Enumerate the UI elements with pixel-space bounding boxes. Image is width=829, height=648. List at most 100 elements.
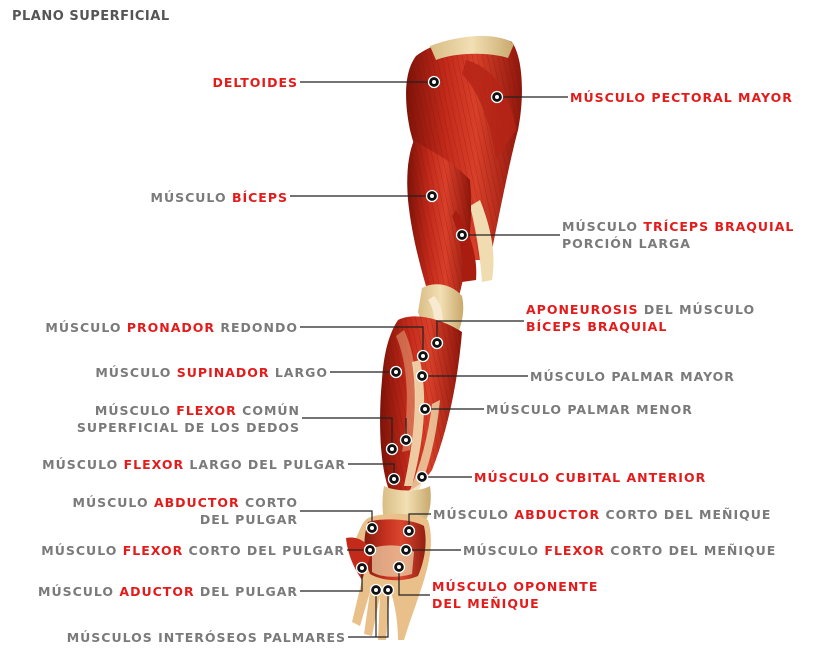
label-line: MÚSCULO FLEXOR CORTO DEL MEÑIQUE [463,542,776,559]
marker-biceps [427,191,438,202]
label-line: DEL MEÑIQUE [432,595,598,612]
label-highlight: FLEXOR [544,543,605,558]
label-text: MÚSCULOS INTERÓSEOS PALMARES [67,630,346,645]
label-text: DEL PULGAR [195,584,298,599]
label-line: MÚSCULO ABDUCTOR CORTO [73,494,298,511]
label-deltoides: DELTOIDES [212,74,298,91]
label-highlight: FLEXOR [124,457,185,472]
label-aponeurosis: APONEUROSIS DEL MÚSCULOBÍCEPS BRAQUIAL [526,301,755,335]
label-line: MÚSCULO ABDUCTOR CORTO DEL MEÑIQUE [433,506,771,523]
marker-supinador [391,367,402,378]
label-text: COMÚN [237,403,300,418]
marker-aductor-pulgar [357,563,368,574]
label-highlight: ADUCTOR [119,584,194,599]
label-aductor-pulgar: MÚSCULO ADUCTOR DEL PULGAR [38,583,298,600]
marker-palmar-menor [420,404,431,415]
label-highlight: BÍCEPS [232,190,288,205]
label-line: MÚSCULO PRONADOR REDONDO [45,319,298,336]
label-palmar-menor: MÚSCULO PALMAR MENOR [486,401,693,418]
label-line: MÚSCULO SUPINADOR LARGO [95,364,328,381]
label-text: MÚSCULO [95,365,176,380]
marker-palmar-mayor [417,371,428,382]
label-highlight: FLEXOR [123,543,184,558]
label-line: MÚSCULO OPONENTE [432,578,598,595]
label-flexor-comun: MÚSCULO FLEXOR COMÚNSUPERFICIAL DE LOS D… [77,402,300,436]
label-highlight: BÍCEPS BRAQUIAL [526,319,667,334]
label-line: MÚSCULO TRÍCEPS BRAQUIAL [562,218,794,235]
marker-cubital-anterior [417,472,428,483]
label-line: DEL PULGAR [73,511,298,528]
leader-line-flexor-comun [302,418,392,449]
label-text: MÚSCULO [433,507,514,522]
label-line: MÚSCULOS INTERÓSEOS PALMARES [67,629,346,646]
label-highlight: APONEUROSIS [526,302,639,317]
marker-flexor-largo-pulgar [389,474,400,485]
label-highlight: TRÍCEPS BRAQUIAL [643,219,794,234]
marker-aponeurosis [432,338,443,349]
label-text: LARGO [269,365,328,380]
label-text: MÚSCULO [95,403,176,418]
label-text: MÚSCULO [42,457,123,472]
marker-flexor-corto-pulgar [365,545,376,556]
label-text: MÚSCULO [151,190,232,205]
label-text: MÚSCULO [41,543,122,558]
label-line: MÚSCULO FLEXOR COMÚN [77,402,300,419]
label-text: MÚSCULO [38,584,119,599]
label-text: CORTO DEL MEÑIQUE [600,507,771,522]
marker-interoseos [371,585,382,596]
label-text: SUPERFICIAL DE LOS DEDOS [77,420,300,435]
label-line: MÚSCULO FLEXOR CORTO DEL PULGAR [41,542,345,559]
label-highlight: FLEXOR [176,403,237,418]
marker-triceps [457,230,468,241]
label-highlight: ABDUCTOR [514,507,600,522]
label-line: MÚSCULO PECTORAL MAYOR [570,89,793,106]
label-highlight: MÚSCULO PECTORAL MAYOR [570,90,793,105]
label-highlight: DEL MEÑIQUE [432,596,540,611]
label-palmar-mayor: MÚSCULO PALMAR MAYOR [530,368,735,385]
label-text: DEL MÚSCULO [639,302,756,317]
marker-flexor-comun [387,444,398,455]
label-highlight: PRONADOR [127,320,215,335]
label-line: PORCIÓN LARGA [562,235,794,252]
label-text: MÚSCULO PALMAR MENOR [486,402,693,417]
label-line: MÚSCULO ADUCTOR DEL PULGAR [38,583,298,600]
label-text: MÚSCULO [463,543,544,558]
label-highlight: MÚSCULO CUBITAL ANTERIOR [474,470,706,485]
label-line: APONEUROSIS DEL MÚSCULO [526,301,755,318]
label-triceps: MÚSCULO TRÍCEPS BRAQUIALPORCIÓN LARGA [562,218,794,252]
label-cubital-anterior: MÚSCULO CUBITAL ANTERIOR [474,469,706,486]
label-interoseos: MÚSCULOS INTERÓSEOS PALMARES [67,629,346,646]
label-pronador: MÚSCULO PRONADOR REDONDO [45,319,298,336]
marker-interoseos-0 [383,585,394,596]
label-line: SUPERFICIAL DE LOS DEDOS [77,419,300,436]
marker-deltoides [429,77,440,88]
label-text: CORTO DEL PULGAR [183,543,345,558]
label-text: MÚSCULO [73,495,154,510]
label-line: DELTOIDES [212,74,298,91]
label-text: CORTO DEL MEÑIQUE [605,543,776,558]
marker-pectoral-mayor [492,92,503,103]
leader-line-aductor-pulgar [300,568,362,591]
marker-abductor-corto-pulgar [367,523,378,534]
marker-oponente-menique [394,562,405,573]
label-text: MÚSCULO [562,219,643,234]
label-line: BÍCEPS BRAQUIAL [526,318,755,335]
label-line: MÚSCULO FLEXOR LARGO DEL PULGAR [42,456,346,473]
label-biceps: MÚSCULO BÍCEPS [151,189,288,206]
label-highlight: ABDUCTOR [154,495,240,510]
label-pectoral-mayor: MÚSCULO PECTORAL MAYOR [570,89,793,106]
label-line: MÚSCULO BÍCEPS [151,189,288,206]
label-flexor-corto-menique: MÚSCULO FLEXOR CORTO DEL MEÑIQUE [463,542,776,559]
label-abductor-menique: MÚSCULO ABDUCTOR CORTO DEL MEÑIQUE [433,506,771,523]
leader-line-abductor-corto-pulgar [300,511,372,528]
label-line: MÚSCULO PALMAR MENOR [486,401,693,418]
label-text: MÚSCULO [45,320,126,335]
label-text: DEL PULGAR [200,512,298,527]
label-line: MÚSCULO PALMAR MAYOR [530,368,735,385]
label-line: MÚSCULO CUBITAL ANTERIOR [474,469,706,486]
label-flexor-corto-pulgar: MÚSCULO FLEXOR CORTO DEL PULGAR [41,542,345,559]
label-text: MÚSCULO PALMAR MAYOR [530,369,735,384]
